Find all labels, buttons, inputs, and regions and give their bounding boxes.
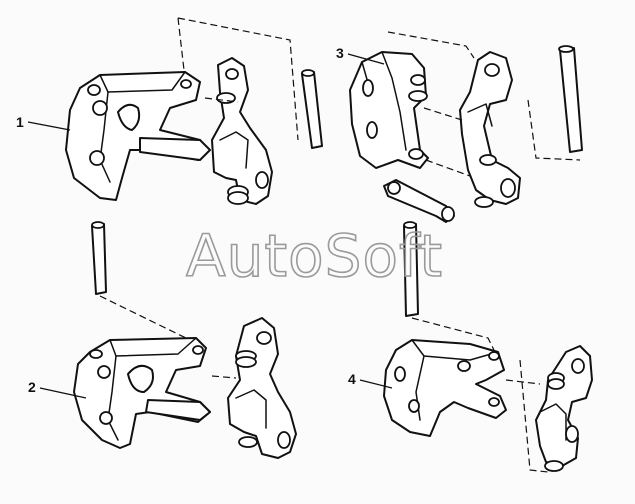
callout-label-2: 2 [28, 379, 36, 395]
hinge-leaf-4 [535, 345, 593, 467]
watermark-text: AutoSoft [186, 222, 443, 290]
hinge-pin-3 [559, 47, 583, 153]
callout-label-3: 3 [336, 45, 344, 61]
callout-1: 1 [16, 114, 71, 131]
callout-4: 4 [348, 371, 393, 389]
hinge-leaf-3 [459, 51, 521, 205]
hinge-assembly-3 [349, 31, 583, 223]
hinge-assembly-1 [65, 17, 323, 205]
hinge-assembly-4 [383, 221, 593, 473]
callout-label-4: 4 [348, 371, 356, 387]
callout-3: 3 [336, 45, 385, 65]
callout-label-1: 1 [16, 114, 24, 130]
hinge-assembly-2 [73, 221, 297, 459]
callout-2: 2 [28, 379, 87, 399]
hinge-pin-2 [91, 223, 107, 295]
hinge-pin-1 [301, 71, 323, 149]
